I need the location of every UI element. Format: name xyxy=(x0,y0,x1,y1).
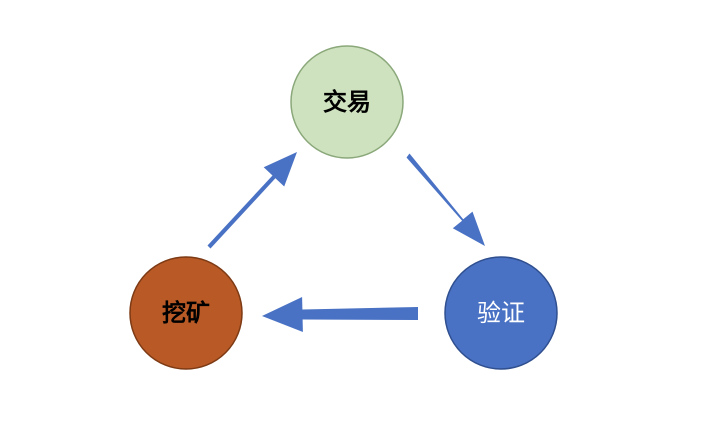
node-transaction-circle xyxy=(290,45,404,159)
node-mining-label: 挖矿 xyxy=(162,299,210,327)
node-verification: 验证 xyxy=(444,256,558,370)
node-verification-label: 验证 xyxy=(477,299,525,327)
node-mining-circle xyxy=(129,256,243,370)
node-transaction: 交易 xyxy=(290,45,404,159)
node-mining: 挖矿 xyxy=(129,256,243,370)
node-transaction-label: 交易 xyxy=(323,88,371,116)
arrow-verification-to-mining xyxy=(262,297,418,332)
node-verification-circle xyxy=(444,256,558,370)
arrow-transaction-to-verification xyxy=(406,153,485,246)
arrow-mining-to-transaction xyxy=(207,152,297,249)
